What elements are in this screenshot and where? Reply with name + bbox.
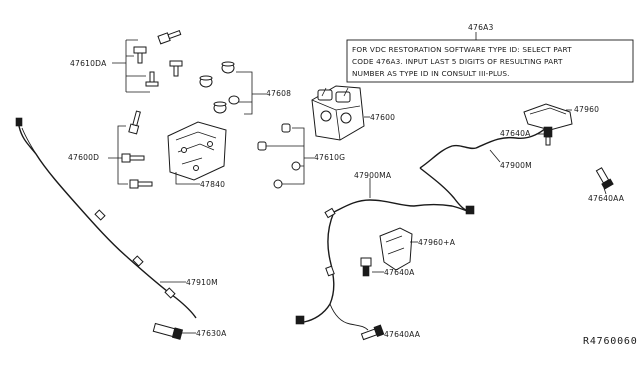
callout-47610g: 47610G	[314, 153, 345, 162]
note-box	[346, 39, 634, 83]
note-line-2: CODE 476A3. INPUT LAST 5 DIGITS OF RESUL…	[352, 57, 563, 66]
callout-47640aa-right: 47640AA	[588, 194, 625, 203]
bolt-group-47610da: 47610DA	[70, 30, 183, 93]
bolt-47640aa-bottom: 47640AA	[360, 324, 421, 341]
rear-sensor-harness-47900ma: 47900MA	[295, 171, 471, 331]
bolt-47640aa-right: 47640AA	[588, 167, 625, 203]
rear-sensor-harness-47900m: 47900M	[419, 125, 549, 215]
callout-47640a-mid: 47640A	[384, 268, 415, 277]
note-476a3: 476A3 FOR VDC RESTORATION SOFTWARE TYPE …	[346, 23, 634, 83]
front-sensor-harness-47910m: 47910M	[15, 117, 218, 319]
callout-47608: 47608	[266, 89, 291, 98]
callout-47960: 47960	[574, 105, 599, 114]
bolt-group-47600d: 47600D	[68, 110, 153, 189]
clip-47960a: 47960+A	[379, 227, 456, 271]
callout-47960a: 47960+A	[418, 238, 456, 247]
note-line-1: FOR VDC RESTORATION SOFTWARE TYPE ID: SE…	[352, 45, 572, 54]
callout-47900m: 47900M	[500, 161, 532, 170]
sensor-47630a: 47630A	[152, 322, 227, 340]
bolt-group-47610g: 47610G	[257, 123, 345, 189]
callout-47640aa-bottom: 47640AA	[384, 330, 421, 339]
callout-47640a-top: 47640A	[500, 129, 531, 138]
callout-47610da: 47610DA	[70, 59, 107, 68]
callout-47910m: 47910M	[186, 278, 218, 287]
grommet-group-47608: 47608	[199, 61, 291, 115]
bolt-47640a-top: 47640A	[500, 126, 553, 146]
callout-476a3: 476A3	[468, 23, 494, 32]
note-line-3: NUMBER AS TYPE ID IN CONSULT III-PLUS.	[352, 69, 510, 78]
abs-actuator-47600: 47600	[311, 85, 395, 141]
callout-47900ma: 47900MA	[354, 171, 392, 180]
bolt-47640a-mid: 47640A	[360, 257, 415, 277]
reference-code: R4760060	[583, 336, 638, 347]
callout-47600d: 47600D	[68, 153, 99, 162]
callout-47600: 47600	[370, 113, 395, 122]
callout-47840: 47840	[200, 180, 225, 189]
bracket-47840: 47840	[167, 121, 227, 189]
clip-47960: 47960	[523, 103, 599, 131]
callout-47630a: 47630A	[196, 329, 227, 338]
